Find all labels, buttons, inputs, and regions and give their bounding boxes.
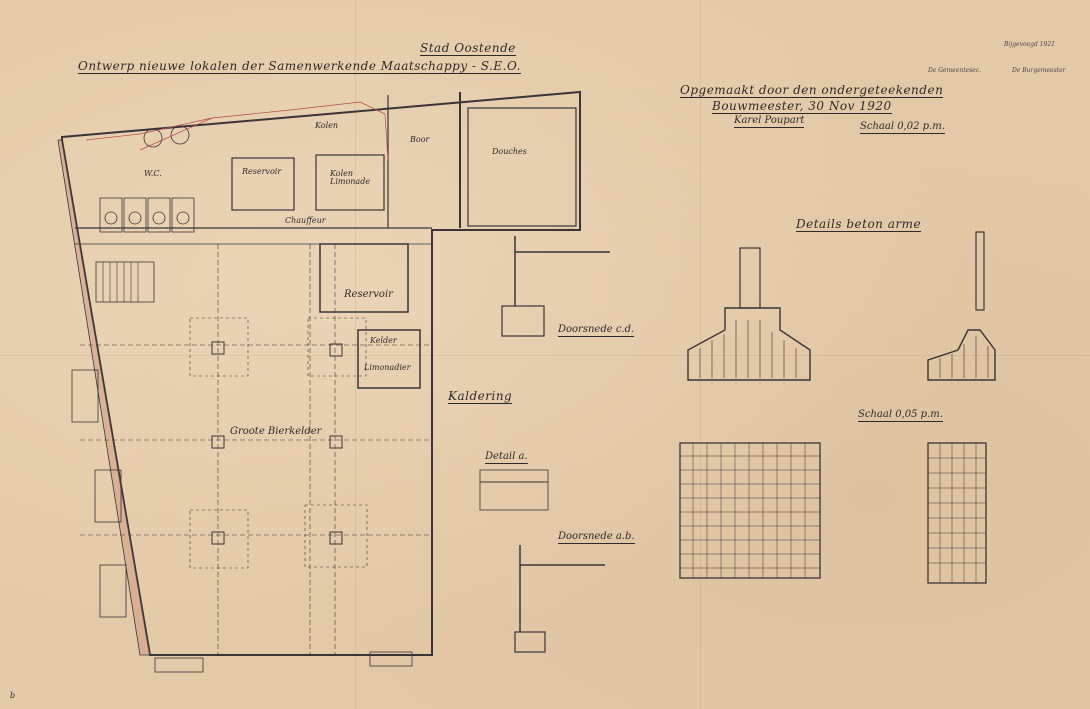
room-kolen: Kolen [315, 121, 339, 130]
footing-plan-2 [927, 442, 987, 584]
frontage-openings [71, 369, 413, 673]
kelder-room [357, 329, 421, 389]
limonade-room [315, 154, 385, 211]
beton-details [679, 231, 996, 584]
room-boor: Boor [410, 135, 430, 144]
rebar-1 [699, 320, 797, 378]
detail-a-box [479, 469, 549, 511]
room-groote-bierkelder: Groote Bierkelder [230, 426, 322, 437]
room-wc: W.C. [144, 169, 162, 178]
rebar-grid-1 [680, 443, 820, 578]
main-scale-label: Schaal 0,02 p.m. [860, 121, 945, 134]
section-cd-label: Doorsnede c.d. [558, 324, 635, 337]
stamp-mayor: De Burgemeester [1012, 67, 1066, 74]
stamp-corner: Bijgevoegd 1921 [1004, 41, 1055, 48]
column-shaft-2 [975, 231, 985, 311]
pillar-footings [189, 317, 368, 569]
detail-scale-label: Schaal 0,05 p.m. [858, 409, 943, 422]
room-chauffeur: Chauffeur [285, 216, 326, 225]
architect-line: Bouwmeester, 30 Nov 1920 [712, 99, 892, 114]
room-kolen-limonade: Kolen Limonade [330, 169, 371, 186]
room-kelder: Kelder [370, 336, 397, 345]
footing-plan-1 [679, 442, 821, 579]
room-limonadier: Limonadier [364, 363, 411, 372]
project-title: Ontwerp nieuwe lokalen der Samenwerkende… [78, 59, 521, 74]
red-pipe-lines [85, 101, 389, 161]
footing-section-1 [687, 307, 811, 381]
rebar-2 [939, 336, 989, 378]
section-details [479, 236, 610, 653]
drawn-by-line: Opgemaakt door den ondergeteekenden [680, 83, 944, 98]
pillars [211, 341, 343, 545]
coal-bins [143, 125, 190, 148]
column-shaft-1 [739, 247, 761, 309]
floor-plan [57, 90, 581, 673]
room-reservoir-block: Reservoir [344, 289, 393, 300]
fold-line-vertical-2 [700, 0, 701, 709]
sheet-number: b [10, 691, 16, 700]
kaldering-label: Kaldering [448, 389, 513, 404]
wc-cubicles [99, 197, 195, 233]
plan-outline [61, 90, 581, 656]
stamp-secretary: De Gemeentesec. [928, 67, 982, 74]
details-beton-label: Details beton arme [796, 217, 922, 232]
section-ab-label: Doorsnede a.b. [558, 531, 635, 544]
fold-line-horizontal [0, 355, 1090, 356]
footing-section-2 [927, 329, 996, 381]
douches-room [467, 107, 577, 227]
room-reservoir: Reservoir [242, 167, 282, 176]
stair-treads [102, 262, 139, 302]
rebar-grid-2 [928, 443, 986, 583]
architect-signature: Karel Poupart [734, 115, 805, 128]
detail-a-label: Detail a. [485, 451, 528, 464]
section-cd-footing [501, 305, 545, 337]
reservoir-room [231, 157, 295, 211]
grid-lines [80, 244, 432, 655]
fold-line-vertical [355, 0, 356, 709]
reservoir-block [319, 243, 409, 313]
city-title: Stad Oostende [420, 41, 516, 56]
stair [95, 261, 155, 303]
room-douches: Douches [492, 147, 527, 156]
section-ab-footing [514, 631, 546, 653]
